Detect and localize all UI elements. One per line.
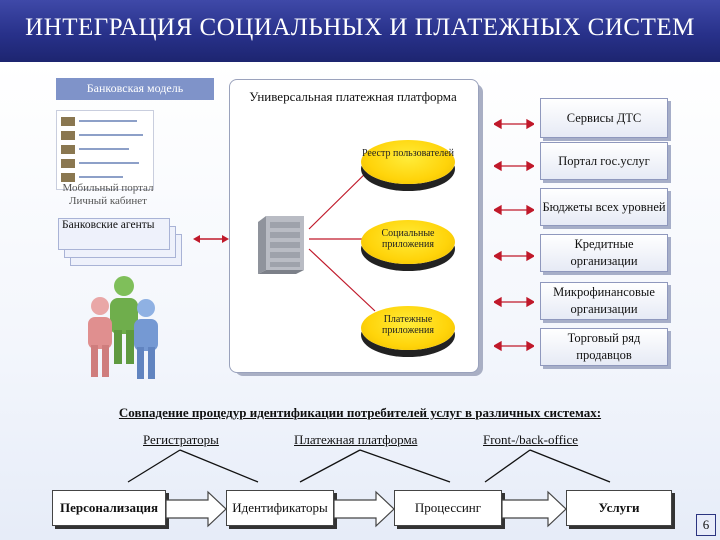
flow-personalization: Персонализация [52,490,166,526]
service-retail: Торговый ряд продавцов [540,328,668,366]
service-budgets: Бюджеты всех уровней [540,188,668,226]
front-back-office-label: Front-/back-office [483,432,579,447]
platform-connectors [308,163,376,312]
payment-apps-disc [361,306,455,350]
payment-platform-label: Платежная платформа [294,432,418,447]
double-arrow [494,340,534,352]
platform-title: Универсальная платежная платформа [249,89,457,104]
label-connectors [127,449,611,483]
flow-processing-label: Процессинг [414,500,482,515]
person-blue-icon [134,299,158,379]
social-apps-label: Социальные приложения [381,228,435,250]
thumbnail-icon [61,131,75,140]
thumbnail-icon [61,117,75,126]
thumbnail-icon [61,173,75,182]
flow-arrow-2 [333,490,395,528]
service-microfinance-label: Микрофинансовые организации [553,285,655,316]
thumbnail-line [79,162,139,164]
mobile-portal-label: Мобильный портал [62,182,154,194]
registry-disc [361,140,455,184]
thumbnail-icon [61,145,75,154]
service-arrows [494,118,534,352]
service-gov-portal: Портал гос.услуг [540,142,668,180]
double-arrow [494,160,534,172]
person-green-icon [110,276,138,364]
flow-personalization-label: Персонализация [59,500,158,515]
website-thumbnail [56,110,154,190]
flow-services: Услуги [566,490,672,526]
flow-arrow-3 [501,490,567,528]
thumbnail-line [79,134,143,136]
thumbnail-line [79,120,137,122]
flow-identifiers: Идентификаторы [226,490,334,526]
double-arrow [494,250,534,262]
bank-model-label: Банковская модель [56,78,214,100]
flow-services-label: Услуги [598,500,640,515]
flow-identifiers-label: Идентификаторы [232,500,328,515]
service-dts: Сервисы ДТС [540,98,668,138]
service-dts-label: Сервисы ДТС [566,110,642,125]
slide-title: ИНТЕГРАЦИЯ СОЦИАЛЬНЫХ И ПЛАТЕЖНЫХ СИСТЕМ [25,14,695,41]
social-apps-disc [361,220,455,264]
service-microfinance: Микрофинансовые организации [540,282,668,320]
thumbnail-line [79,148,129,150]
title-bar [0,0,720,62]
page-number: 6 [696,514,716,536]
service-gov-portal-label: Портал гос.услуг [558,153,650,168]
double-arrow [494,204,534,216]
thumbnail-icon [61,159,75,168]
bottom-heading: Совпадение процедур идентификации потреб… [118,405,602,420]
double-arrow [494,118,534,130]
thumbnail-line [79,176,123,178]
service-budgets-label: Бюджеты всех уровней [542,199,666,214]
service-credit-orgs-label: Кредитные организации [570,237,638,268]
registry-label: Реестр пользователей [361,148,454,159]
bank-agents-label: Банковские агенты [62,219,155,231]
people-group-icon [88,276,158,379]
double-arrow [494,296,534,308]
double-arrow-left [193,235,229,243]
agent-card-front [58,218,170,250]
person-pink-icon [88,297,112,377]
server-icon [258,216,304,274]
personal-cabinet-label: Личный кабинет [69,195,147,207]
payment-apps-label: Платежные приложения [382,314,434,336]
flow-arrow-1 [165,490,227,528]
registrars-label: Регистраторы [143,432,219,447]
service-credit-orgs: Кредитные организации [540,234,668,272]
flow-processing: Процессинг [394,490,502,526]
service-retail-label: Торговый ряд продавцов [567,331,641,362]
